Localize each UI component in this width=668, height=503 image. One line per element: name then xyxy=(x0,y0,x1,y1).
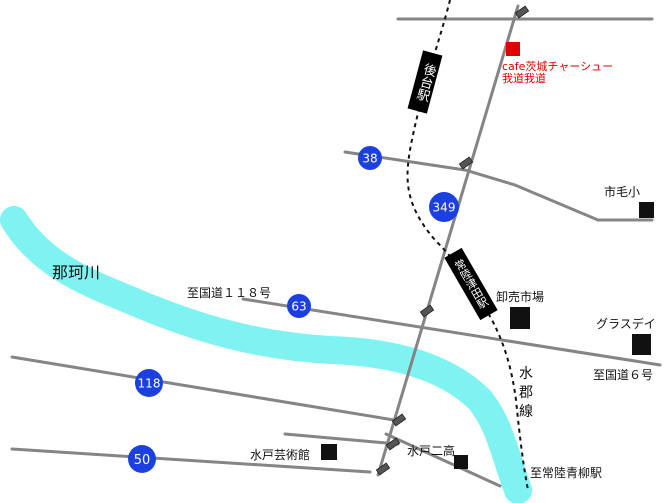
destination-name-line2: 我道我道 xyxy=(502,71,546,85)
landmark-square-icon xyxy=(639,202,654,218)
label-suigun-line-2: 郡 xyxy=(519,385,533,401)
road-lower-small xyxy=(283,432,400,446)
station-sign-hitachi-tsuda: 常陸津田駅 xyxy=(444,247,498,321)
label-mito-geijutsukan: 水戸芸術館 xyxy=(250,447,310,462)
label-oroshiuri-ichiba: 卸売市場 xyxy=(496,289,544,304)
naka-river xyxy=(0,206,532,503)
traffic-signal-icon xyxy=(391,413,407,427)
route-badge-50: 50 xyxy=(128,445,156,473)
road-network xyxy=(10,4,662,488)
destination-square-icon xyxy=(506,42,520,56)
label-naka-river: 那珂川 xyxy=(52,263,100,282)
road-63 xyxy=(241,297,662,367)
traffic-signal-icon xyxy=(375,462,391,476)
landmark-square-icon xyxy=(321,444,337,460)
route-badge-349: 349 xyxy=(429,192,459,222)
label-to-route-118: 至国道１１８号 xyxy=(187,286,271,300)
route-badge-63: 63 xyxy=(287,294,311,318)
road-38 xyxy=(343,150,654,222)
svg-text:118: 118 xyxy=(138,377,161,391)
traffic-signals xyxy=(375,5,530,476)
traffic-signal-icon xyxy=(385,437,401,451)
traffic-signal-icon xyxy=(514,5,530,19)
svg-text:63: 63 xyxy=(291,300,306,314)
road-118 xyxy=(10,355,402,423)
label-suigun-line-1: 水 xyxy=(519,366,533,382)
label-grasdei: グラスデイ xyxy=(596,316,656,331)
station-sign-gotai: 後台駅 xyxy=(407,50,443,114)
landmark-square-icon xyxy=(632,334,651,355)
traffic-signal-icon xyxy=(419,304,435,318)
road-50 xyxy=(10,447,372,474)
label-to-aoyagi-station: 至常陸青柳駅 xyxy=(530,466,602,480)
destination-name-line1: cafe茨城チャーシュー xyxy=(502,59,613,73)
svg-text:349: 349 xyxy=(433,201,456,215)
landmark-square-icon xyxy=(510,307,530,329)
route-badge-118: 118 xyxy=(135,369,163,397)
road-349 xyxy=(376,4,520,477)
landmark-square-icon xyxy=(454,455,468,469)
route-badge-38: 38 xyxy=(358,146,382,170)
svg-text:50: 50 xyxy=(134,453,151,468)
label-to-route-6: 至国道６号 xyxy=(593,368,653,382)
traffic-signal-icon xyxy=(458,156,474,170)
svg-text:38: 38 xyxy=(362,152,377,166)
road-lower-diagonal xyxy=(384,432,502,488)
label-mito-niko: 水戸二高 xyxy=(407,443,455,458)
label-ichige-sho: 市毛小 xyxy=(604,184,640,199)
label-suigun-line-3: 線 xyxy=(519,404,533,420)
